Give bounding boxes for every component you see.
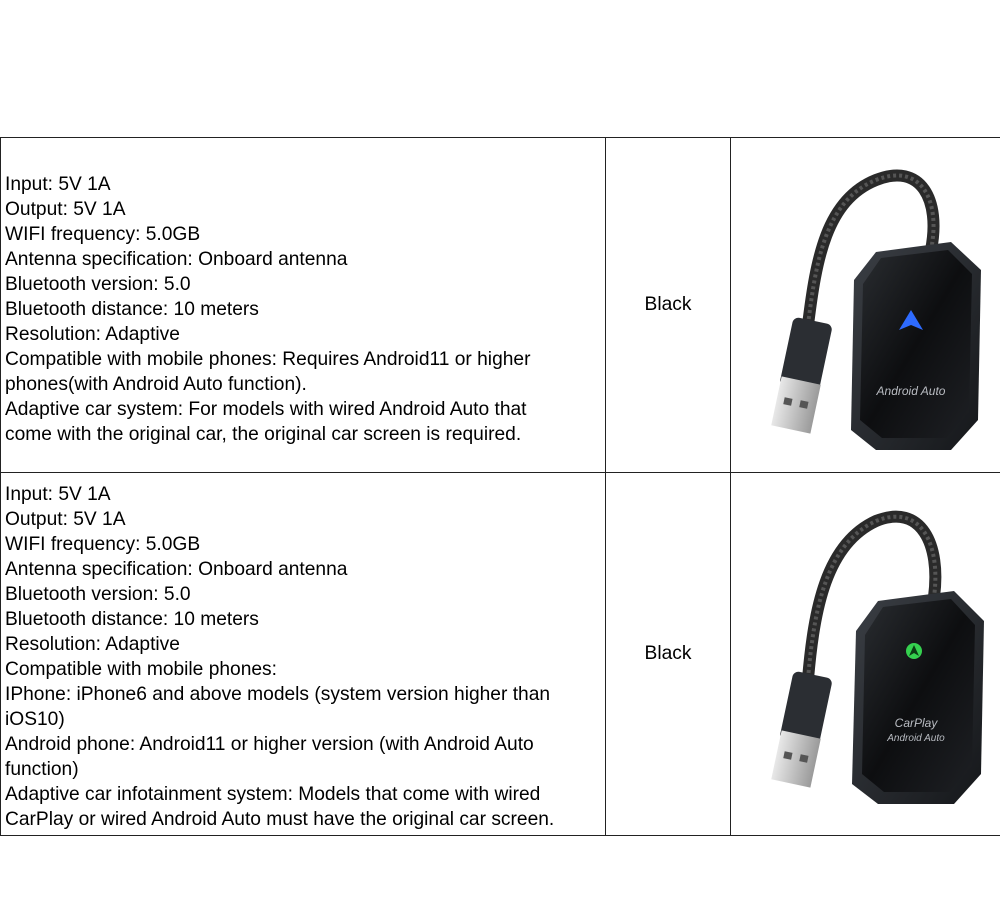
spec-line: Adaptive car infotainment system: Models… — [5, 784, 541, 805]
spec-line: iOS10) — [5, 709, 65, 730]
spec-line: Bluetooth distance: 10 meters — [5, 609, 259, 630]
spec-line: Adaptive car system: For models with wir… — [5, 398, 527, 420]
product-image-cell: CarPlay Android Auto — [730, 472, 1000, 836]
color-value: Black — [644, 643, 692, 664]
device-label: CarPlay — [895, 716, 939, 730]
spec-lines: Input: 5V 1A Output: 5V 1A WIFI frequenc… — [5, 476, 605, 832]
spec-line: Antenna specification: Onboard antenna — [5, 248, 348, 270]
spec-line: Resolution: Adaptive — [5, 323, 180, 345]
spec-line: WIFI frequency: 5.0GB — [5, 223, 201, 245]
spec-line: Resolution: Adaptive — [5, 634, 180, 655]
spec-line: phones(with Android Auto function). — [5, 373, 307, 395]
spec-line: Antenna specification: Onboard antenna — [5, 559, 348, 580]
carplay-adapter-image: CarPlay Android Auto — [771, 510, 984, 804]
spec-line: Output: 5V 1A — [5, 198, 126, 220]
spec-line: WIFI frequency: 5.0GB — [5, 534, 201, 555]
device-label-secondary: Android Auto — [886, 733, 945, 744]
spec-cell: Input: 5V 1A Output: 5V 1A WIFI frequenc… — [0, 472, 606, 836]
color-value: Black — [644, 294, 692, 315]
spec-line: Bluetooth distance: 10 meters — [5, 298, 259, 320]
table-row: Input: 5V 1A Output: 5V 1A WIFI frequenc… — [0, 137, 1000, 473]
spec-line: Bluetooth version: 5.0 — [5, 273, 191, 295]
device-label: Android Auto — [876, 384, 946, 398]
spec-line: Input: 5V 1A — [5, 484, 111, 505]
table-row: Input: 5V 1A Output: 5V 1A WIFI frequenc… — [0, 472, 1000, 836]
spec-line: function) — [5, 759, 79, 780]
spec-line: Compatible with mobile phones: — [5, 659, 277, 680]
android-auto-adapter-image: Android Auto — [771, 169, 981, 450]
android-auto-arrow-icon — [899, 310, 923, 330]
spec-line: Bluetooth version: 5.0 — [5, 584, 191, 605]
spec-line: Compatible with mobile phones: Requires … — [5, 348, 531, 370]
spec-line: Input: 5V 1A — [5, 173, 111, 195]
product-spec-table: Input: 5V 1A Output: 5V 1A WIFI frequenc… — [0, 137, 1000, 836]
spec-line: come with the original car, the original… — [5, 423, 522, 445]
spec-line: CarPlay or wired Android Auto must have … — [5, 809, 555, 830]
product-image-cell: Android Auto — [730, 137, 1000, 473]
color-cell: Black — [605, 472, 731, 836]
color-cell: Black — [605, 137, 731, 473]
spec-lines: Input: 5V 1A Output: 5V 1A WIFI frequenc… — [5, 164, 605, 447]
spec-line: Output: 5V 1A — [5, 509, 126, 530]
spec-line: Android phone: Android11 or higher versi… — [5, 734, 534, 755]
spec-line: IPhone: iPhone6 and above models (system… — [5, 684, 551, 705]
spec-cell: Input: 5V 1A Output: 5V 1A WIFI frequenc… — [0, 137, 606, 473]
